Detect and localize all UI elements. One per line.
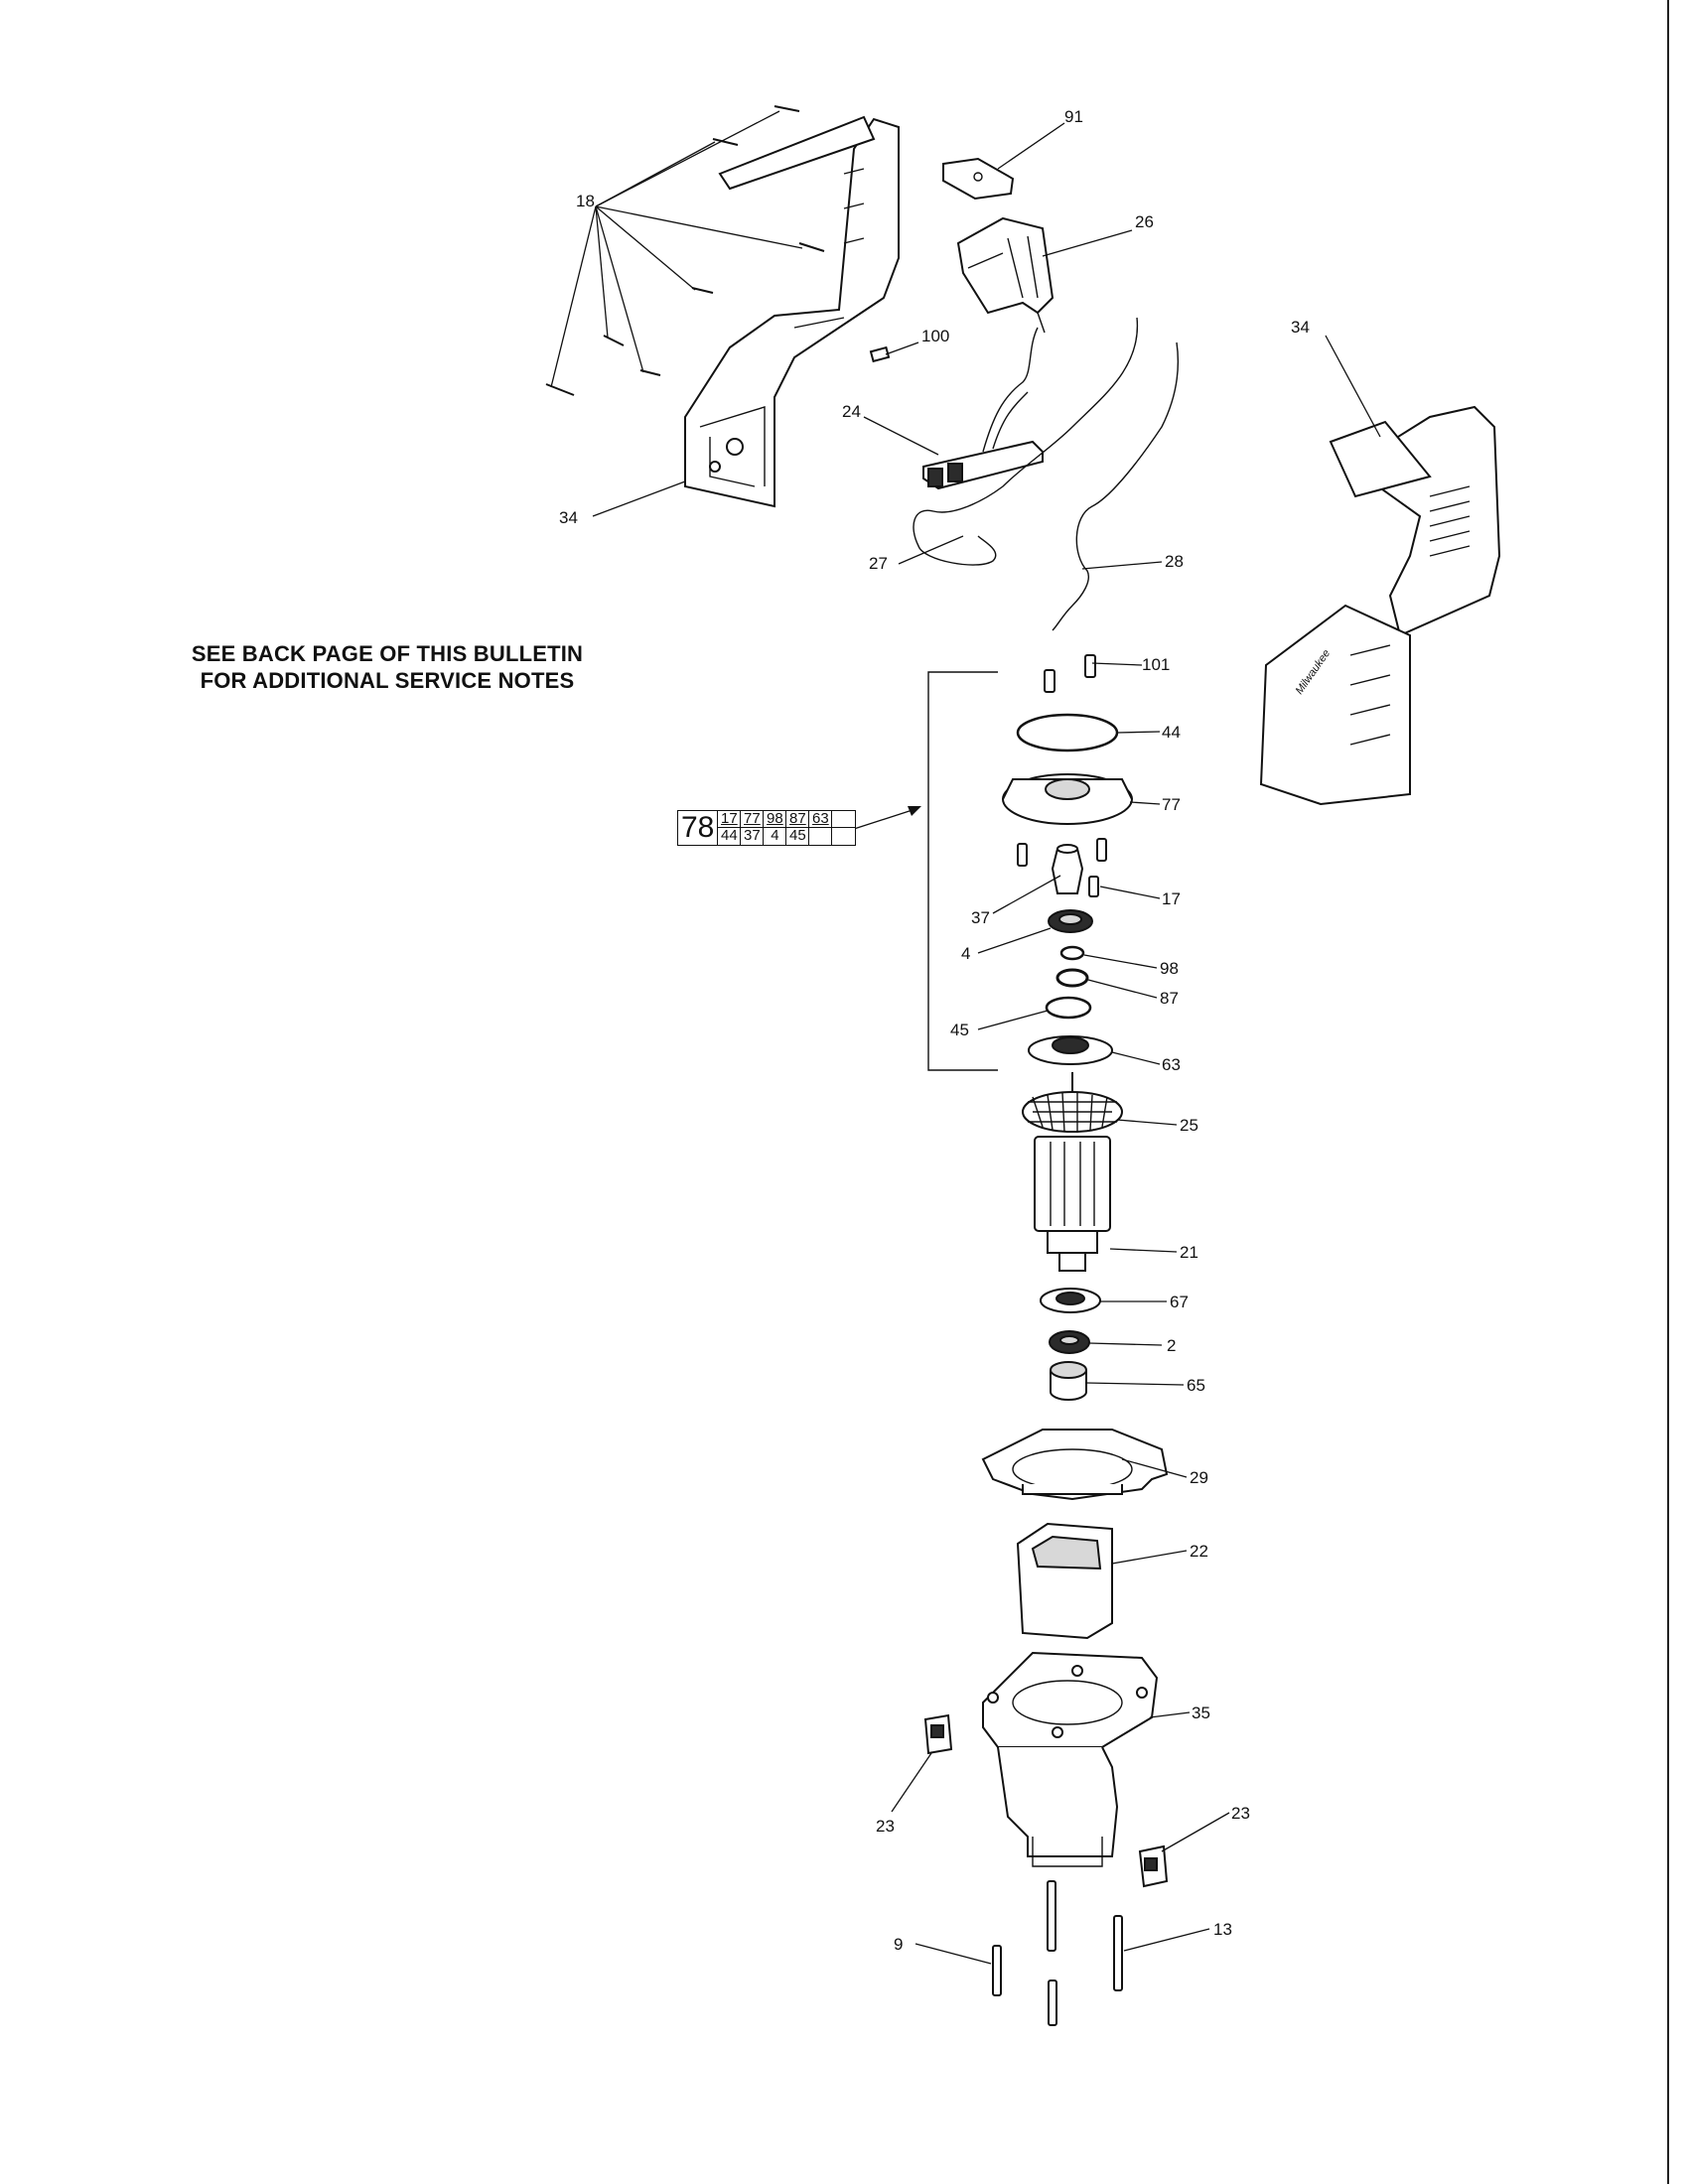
kit-cell: 45 [786,828,810,845]
kit-number: 78 [678,811,719,845]
page-edge-line [1667,0,1669,2184]
callout-101: 101 [1142,655,1170,674]
switch-cap-91 [942,157,1015,201]
kit-cell [809,828,833,845]
callout-44: 44 [1162,723,1181,742]
callout-98: 98 [1160,959,1179,978]
o-ring-44 [1016,713,1119,752]
callout-4: 4 [961,944,970,963]
callout-45: 45 [950,1021,969,1039]
kit-cell: 44 [718,828,742,845]
armature-25 [1022,1072,1123,1272]
leader-lines [550,110,1381,1965]
kit-cell: 77 [741,811,765,828]
callout-67: 67 [1170,1293,1189,1311]
wire-27 [913,317,1139,566]
callout-29: 29 [1190,1468,1208,1487]
bearing-plate-63 [1028,1035,1113,1065]
callout-34-left: 34 [559,508,578,527]
callout-25: 25 [1180,1116,1198,1135]
callout-35: 35 [1192,1704,1210,1722]
callout-9: 9 [894,1935,903,1954]
callout-17: 17 [1162,889,1181,908]
sleeve-65 [1050,1361,1087,1401]
callout-77: 77 [1162,795,1181,814]
kit-cell: 98 [764,811,787,828]
callout-23-right: 23 [1231,1804,1250,1823]
callout-65: 65 [1187,1376,1205,1395]
callout-91: 91 [1064,107,1083,126]
assembled-tool-view-34: Milwaukee [1259,405,1501,806]
callout-labels: 91 18 26 34 100 24 34 27 28 101 44 77 17… [559,107,1310,1954]
motor-housing-35 [982,1651,1159,1867]
callout-34-right: 34 [1291,318,1310,337]
kit-cell: 63 [809,811,833,828]
callout-2: 2 [1167,1336,1176,1355]
shaft-37 [1051,844,1084,894]
kit-bracket [927,671,998,1071]
brush-holder-23-left [923,1713,953,1755]
switch-26 [956,216,1055,334]
service-note-line2: FOR ADDITIONAL SERVICE NOTES [200,668,575,693]
callout-22: 22 [1190,1542,1208,1561]
callout-18: 18 [576,192,595,210]
callout-26: 26 [1135,212,1154,231]
kit-cell [832,828,855,845]
service-note-line1: SEE BACK PAGE OF THIS BULLETIN [191,641,584,666]
baffle-29 [981,1429,1169,1501]
callout-100: 100 [921,327,949,345]
callout-27: 27 [869,554,888,573]
kit-cell: 87 [786,811,810,828]
kit-cell: 17 [718,811,742,828]
callout-63: 63 [1162,1055,1181,1074]
kit-cell [832,811,856,828]
kit-78-table: 78 17 77 98 87 63 44 37 4 45 [677,810,857,846]
field-22 [1016,1522,1113,1640]
callout-24: 24 [842,402,861,421]
kit-cell: 4 [764,828,787,845]
callout-37: 37 [971,908,990,927]
callout-21: 21 [1180,1243,1198,1262]
callout-87: 87 [1160,989,1179,1008]
callout-23-left: 23 [876,1817,895,1836]
service-note: SEE BACK PAGE OF THIS BULLETIN FOR ADDIT… [149,640,626,694]
handle-housing-left [684,115,900,508]
callout-28: 28 [1165,552,1184,571]
brush-holder-24 [922,327,1044,490]
end-cap-77 [1002,773,1133,825]
callout-13: 13 [1213,1920,1232,1939]
brush-holder-23-right [1138,1844,1169,1888]
kit-cell: 37 [741,828,765,845]
wire-28 [1052,341,1180,631]
kit-parts-grid: 17 77 98 87 63 44 37 4 45 [718,811,856,845]
